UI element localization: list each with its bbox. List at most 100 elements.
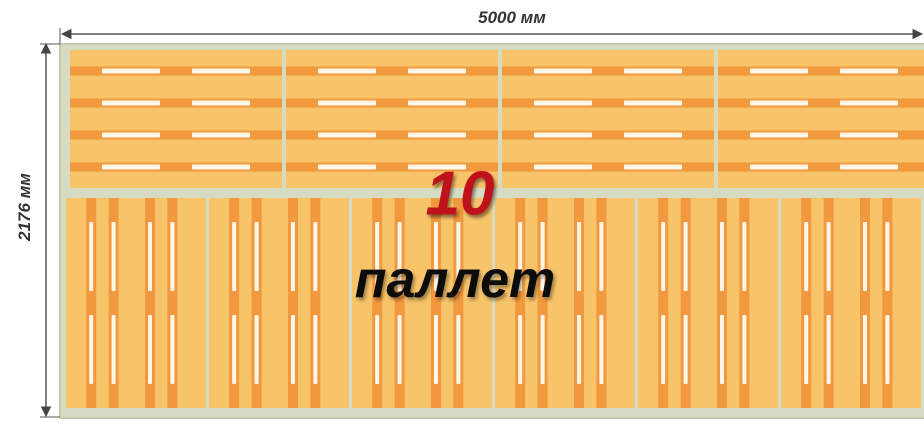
pallet-block-column (431, 198, 441, 408)
pallet-gap (661, 315, 666, 384)
pallet-gap (232, 222, 237, 291)
pallet-block-column (453, 198, 464, 408)
pallet-gap (192, 68, 250, 74)
pallet-gap (624, 164, 682, 170)
pallet-block-row (718, 130, 924, 140)
pallet-unit-label: паллет (354, 251, 556, 309)
pallet-gap (599, 222, 604, 291)
pallet-gap (232, 315, 237, 384)
pallet-crosswise (495, 198, 635, 408)
pallet-gap (318, 132, 376, 138)
pallet-gap (170, 315, 175, 384)
pallet-block-column (596, 198, 607, 408)
pallet-gap (148, 222, 152, 291)
pallet-gap (683, 222, 688, 291)
pallet-gap (192, 100, 250, 106)
pallet-gap (318, 68, 376, 74)
pallet-gap (826, 315, 831, 384)
pallet-gap (661, 222, 666, 291)
pallet-block-row (286, 130, 498, 140)
pallet-gap (534, 68, 592, 74)
pallet-gap (885, 222, 890, 291)
pallet-gap (750, 100, 808, 106)
pallet-gap (577, 222, 581, 291)
pallet-gap (518, 222, 523, 291)
pallet-block-row (70, 66, 282, 76)
pallet-gap (518, 315, 523, 384)
pallet-block-column (801, 198, 812, 408)
pallet-crosswise (638, 198, 778, 408)
pallet-gap (750, 132, 808, 138)
pallet-block-row (286, 98, 498, 108)
pallet-gap (742, 315, 747, 384)
pallet-gap (750, 164, 808, 170)
pallet-block-column (167, 198, 178, 408)
pallet-gap (720, 315, 724, 384)
pallet-gap (192, 132, 250, 138)
pallet-crosswise (352, 198, 492, 408)
pallet-block-row (70, 130, 282, 140)
pallet-gap (863, 315, 867, 384)
pallet-gap (683, 315, 688, 384)
pallet-gap (577, 315, 581, 384)
pallet-block-column (574, 198, 584, 408)
pallet-gap (375, 222, 380, 291)
pallet-block-column (537, 198, 548, 408)
pallet-gap (456, 222, 461, 291)
pallet-gap (804, 315, 809, 384)
pallet-crosswise (209, 198, 349, 408)
pallet-block-column (680, 198, 691, 408)
pallet-gap (102, 132, 160, 138)
pallet-block-row (70, 162, 282, 172)
pallet-block-row (286, 66, 498, 76)
pallet-block-row (502, 66, 714, 76)
pallet-block-column (229, 198, 240, 408)
pallet-gap (102, 100, 160, 106)
pallet-gap (624, 132, 682, 138)
pallet-gap (434, 222, 438, 291)
pallet-gap (885, 315, 890, 384)
pallet-gap (840, 100, 898, 106)
pallet-block-column (288, 198, 298, 408)
pallet-gap (89, 222, 94, 291)
pallet-block-column (86, 198, 97, 408)
pallet-gap (456, 315, 461, 384)
pallet-block-column (108, 198, 119, 408)
pallet-gap (840, 68, 898, 74)
pallet-gap (408, 100, 466, 106)
pallet-gap (397, 222, 402, 291)
width-dimension-label: 5000 мм (478, 8, 546, 27)
pallet-block-row (718, 66, 924, 76)
pallet-block-column (394, 198, 405, 408)
pallet-gap (863, 222, 867, 291)
pallet-gap (408, 68, 466, 74)
pallet-gap (291, 222, 295, 291)
pallet-lengthwise (718, 50, 924, 188)
pallet-block-row (502, 130, 714, 140)
pallet-gap (750, 68, 808, 74)
pallet-block-column (145, 198, 155, 408)
pallet-gap (318, 100, 376, 106)
pallet-gap (318, 164, 376, 170)
pallet-gap (840, 132, 898, 138)
pallet-gap (192, 164, 250, 170)
pallet-block-column (372, 198, 383, 408)
pallet-block-row (286, 162, 498, 172)
pallet-lengthwise (502, 50, 714, 188)
pallet-gap (111, 315, 116, 384)
pallet-gap (102, 68, 160, 74)
pallet-crosswise (781, 198, 921, 408)
pallet-gap (840, 164, 898, 170)
pallet-gap (291, 315, 295, 384)
pallet-block-column (717, 198, 727, 408)
pallet-block-row (70, 98, 282, 108)
pallet-gap (397, 315, 402, 384)
pallet-gap (313, 222, 318, 291)
pallet-lengthwise (286, 50, 498, 188)
pallet-block-row (718, 162, 924, 172)
pallet-block-column (823, 198, 834, 408)
pallet-block-column (310, 198, 321, 408)
pallet-block-row (502, 98, 714, 108)
pallet-gap (540, 222, 545, 291)
pallet-block-row (502, 162, 714, 172)
